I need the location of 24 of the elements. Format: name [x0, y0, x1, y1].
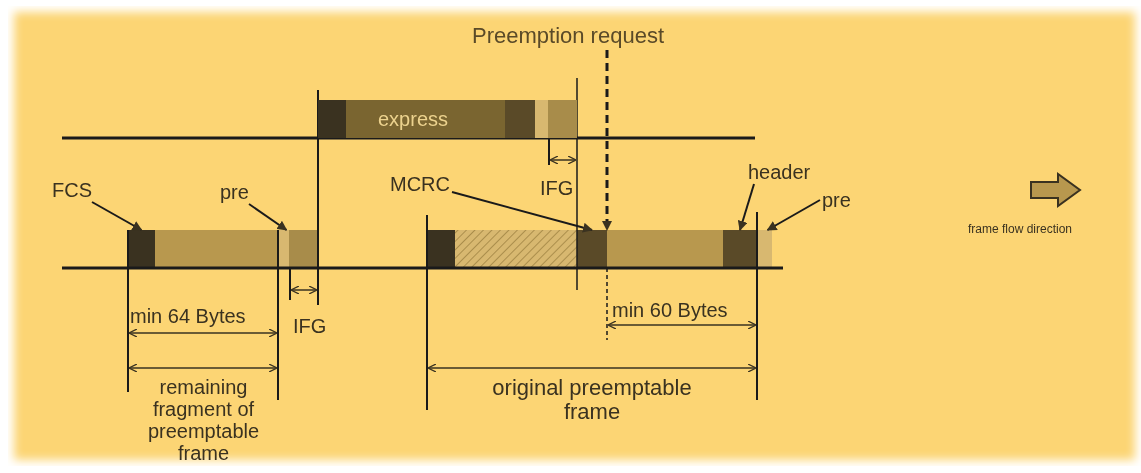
request-label: Preemption request	[472, 24, 664, 48]
dimension-label: min 64 Bytes	[130, 304, 246, 328]
preamble-segment	[278, 230, 289, 268]
callout-label: FCS	[52, 178, 92, 202]
span-label: original preemptable frame	[491, 376, 693, 424]
dimension-label: min 60 Bytes	[612, 298, 728, 322]
span-label: remaining fragment of preemptable frame	[146, 376, 261, 464]
gap-label: IFG	[540, 176, 574, 200]
callout-label: pre	[822, 188, 851, 212]
leader-line	[451, 191, 593, 233]
leader-line	[766, 199, 821, 231]
callout-label: pre	[220, 180, 249, 204]
express-frame-bar: express	[318, 100, 577, 138]
gap-label: IFG	[293, 314, 327, 338]
leader-line	[248, 203, 288, 231]
header-segment	[723, 230, 757, 268]
leader-line	[91, 201, 143, 231]
callout-label: header	[748, 160, 811, 184]
dashed-arrow	[602, 50, 612, 231]
leader-line	[737, 183, 755, 231]
callout-label: MCRC	[390, 172, 450, 196]
legend-text: frame flow direction	[968, 222, 1073, 236]
fcs-segment	[128, 230, 155, 268]
mcrc-segment	[577, 230, 607, 268]
